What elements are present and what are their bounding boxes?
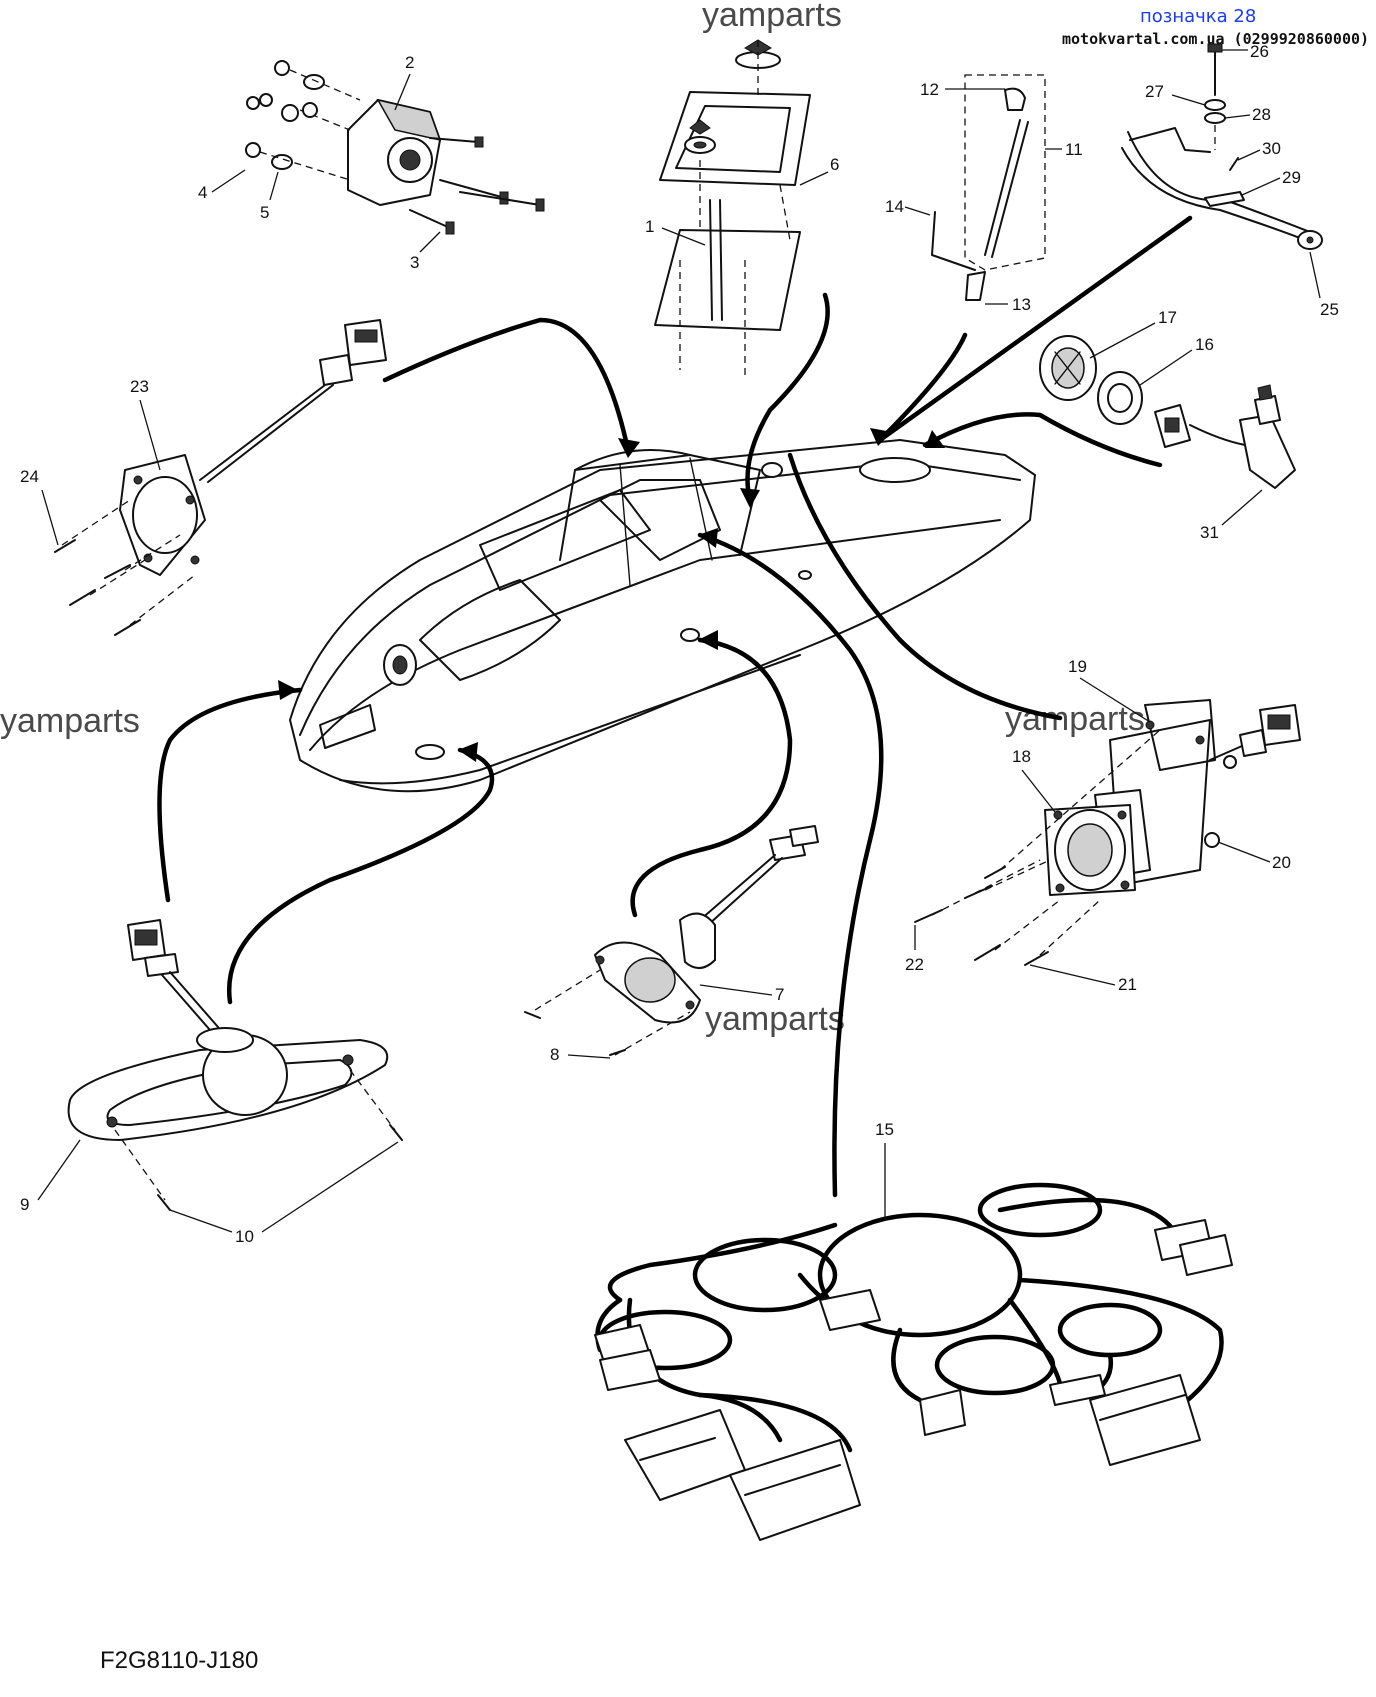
watermark: yamparts (702, 0, 842, 34)
callout-2: 2 (405, 53, 414, 72)
callout-10: 10 (235, 1227, 254, 1246)
callout-28: 28 (1252, 105, 1271, 124)
callout-11: 11 (1065, 140, 1083, 159)
callout-6: 6 (830, 155, 839, 174)
watermark: yamparts (1005, 700, 1145, 738)
light-base-right-part: 19 18 20 22 21 (905, 657, 1301, 994)
grommet-sensor-part: 17 16 31 (1039, 308, 1296, 542)
lead-wire-part: 26 27 28 30 29 25 (1121, 42, 1339, 319)
callout-30: 30 (1262, 139, 1281, 158)
callout-29: 29 (1282, 168, 1301, 187)
callout-7: 7 (775, 985, 784, 1004)
light-base-left-part: 23 24 (20, 319, 387, 636)
diagram-label: позначка 28 (1140, 6, 1256, 27)
callout-27: 27 (1145, 82, 1164, 101)
callout-17: 17 (1158, 308, 1177, 327)
callout-20: 20 (1272, 853, 1291, 872)
callout-9: 9 (20, 1195, 29, 1214)
callout-4: 4 (198, 183, 207, 202)
watermark: yamparts (705, 1000, 845, 1038)
source-site: motokvartal.com.ua (0299920860000) (1062, 30, 1369, 48)
large-light-part: 9 10 (20, 919, 403, 1246)
small-light-part: 7 8 (524, 825, 819, 1064)
callout-1: 1 (645, 217, 654, 236)
callout-16: 16 (1195, 335, 1214, 354)
callout-15: 15 (875, 1120, 894, 1139)
routing-arrows (157, 215, 1193, 1198)
boat-hull (289, 439, 1036, 793)
callout-25: 25 (1320, 300, 1339, 319)
callout-8: 8 (550, 1045, 559, 1064)
callout-31: 31 (1200, 523, 1219, 542)
wire-harness-part: 15 (594, 1120, 1233, 1541)
callout-3: 3 (410, 253, 419, 272)
callout-23: 23 (130, 377, 149, 396)
callout-19: 19 (1068, 657, 1087, 676)
watermark: yamparts (0, 702, 140, 740)
callout-21: 21 (1118, 975, 1137, 994)
callout-5: 5 (260, 203, 269, 222)
callout-13: 13 (1012, 295, 1031, 314)
switch-housing-part: 2 4 5 3 (198, 53, 545, 272)
sensor-assembly-part: 12 11 14 13 (885, 74, 1083, 314)
callout-24: 24 (20, 467, 39, 486)
callout-26: 26 (1250, 42, 1269, 61)
diagram-code: F2G8110-J180 (100, 1647, 258, 1674)
callout-18: 18 (1012, 747, 1031, 766)
display-bezel-part: 6 1 (645, 39, 839, 380)
callout-14: 14 (885, 197, 904, 216)
callout-22: 22 (905, 955, 924, 974)
callout-12: 12 (920, 80, 939, 99)
